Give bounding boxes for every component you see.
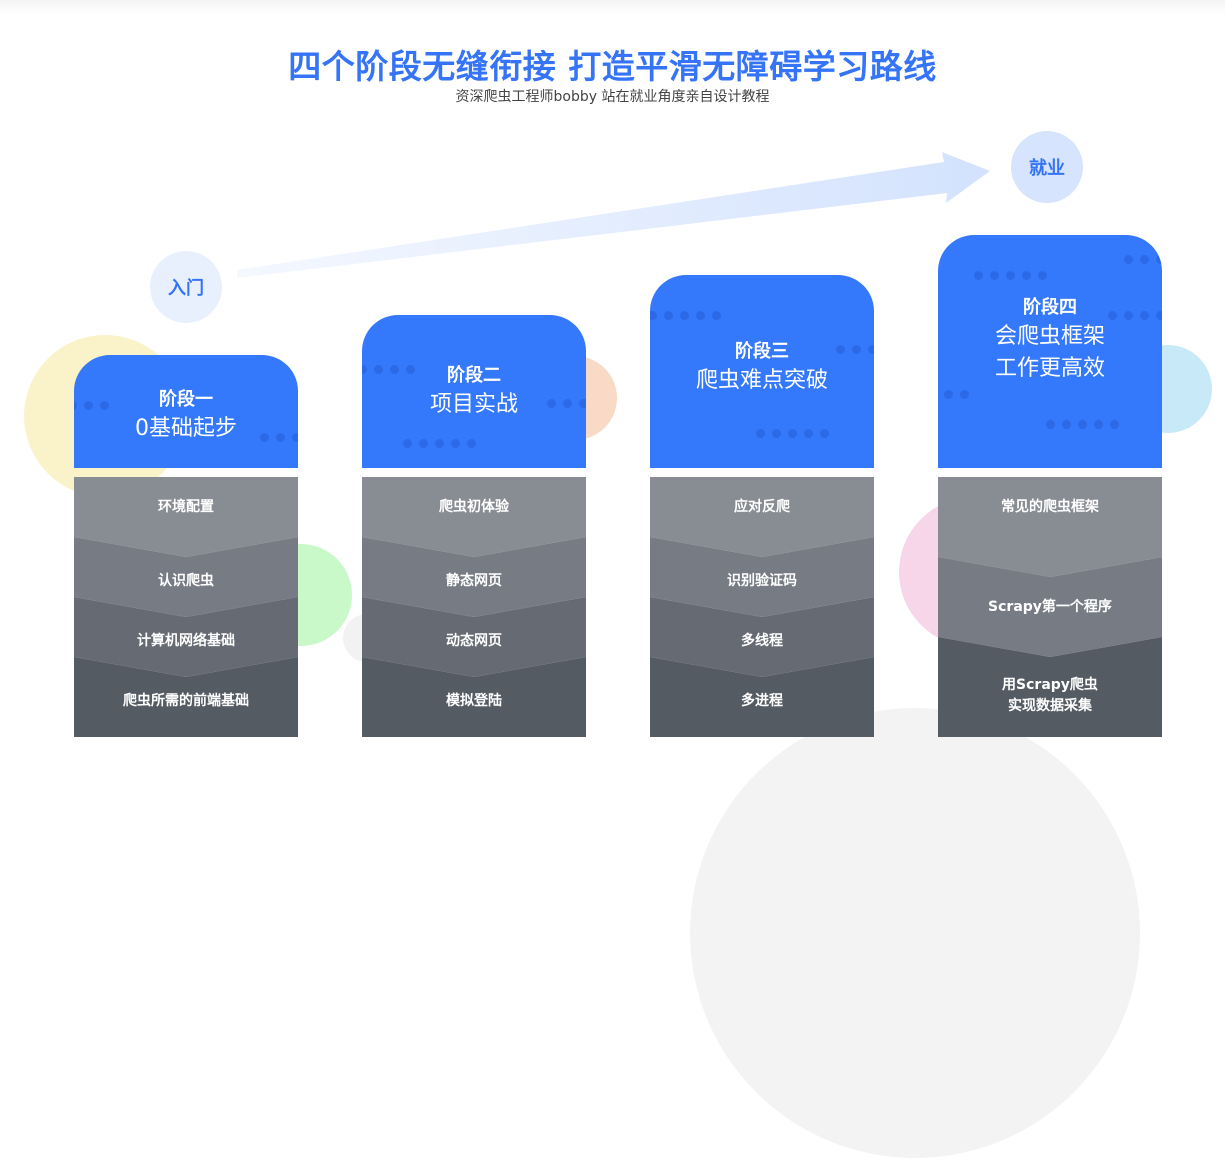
decor-dots xyxy=(403,439,476,448)
topic-label: 环境配置 xyxy=(158,498,214,515)
topic-label: 认识爬虫 xyxy=(158,572,214,589)
milestone-end-label: 就业 xyxy=(1029,158,1065,179)
topic-label: 动态网页 xyxy=(446,632,502,649)
topic-label: 多进程 xyxy=(741,692,783,709)
decor-dots xyxy=(1108,311,1162,320)
decor-dots xyxy=(974,271,1047,280)
stage-header: 阶段四 会爬虫框架 工作更高效 xyxy=(938,235,1162,468)
decor-dots xyxy=(650,311,721,320)
topic-list: 爬虫初体验 静态网页 动态网页 模拟登陆 xyxy=(362,477,586,737)
stage-name: 阶段四 xyxy=(1023,296,1077,318)
topic-label: 爬虫初体验 xyxy=(439,498,509,515)
milestone-start-label: 入门 xyxy=(168,278,204,299)
decor-dots xyxy=(1046,420,1119,429)
topic-list: 应对反爬 识别验证码 多线程 多进程 xyxy=(650,477,874,737)
topic-label: Scrapy第一个程序 xyxy=(988,598,1112,615)
arrow-shape xyxy=(237,152,990,278)
milestone-end: 就业 xyxy=(1011,131,1083,203)
topic-list: 常见的爬虫框架 Scrapy第一个程序 用Scrapy爬虫 实现数据采集 xyxy=(938,477,1162,737)
topic-item: 常见的爬虫框架 xyxy=(938,477,1162,577)
topic-label: 计算机网络基础 xyxy=(137,632,235,649)
topic-label: 爬虫所需的前端基础 xyxy=(123,692,249,709)
decor-dots xyxy=(362,365,415,374)
stage-goal: 项目实战 xyxy=(429,391,518,417)
decor-dots xyxy=(547,399,586,408)
decor-dots xyxy=(756,429,829,438)
stage-name: 阶段一 xyxy=(159,388,213,410)
stage-name: 阶段三 xyxy=(735,340,789,362)
decor-dots xyxy=(1124,255,1162,264)
decor-dots xyxy=(944,390,969,399)
stage-header: 阶段三 爬虫难点突破 xyxy=(650,275,874,468)
topic-list: 环境配置 认识爬虫 计算机网络基础 爬虫所需的前端基础 xyxy=(74,477,298,737)
topic-label: 常见的爬虫框架 xyxy=(1001,498,1099,515)
topic-label: 实现数据采集 xyxy=(1008,698,1092,714)
decor-dots xyxy=(74,401,109,410)
page-subtitle: 资深爬虫工程师bobby 站在就业角度亲自设计教程 xyxy=(455,89,770,105)
milestone-start: 入门 xyxy=(150,251,222,323)
stage-goal: 爬虫难点突破 xyxy=(695,367,828,393)
progress-arrow-icon xyxy=(237,152,990,278)
top-shadow xyxy=(0,0,1225,14)
topic-label: 模拟登陆 xyxy=(446,692,502,709)
topic-label: 用Scrapy爬虫 xyxy=(1002,677,1098,693)
topic-label: 识别验证码 xyxy=(727,572,797,589)
stage-goal: 工作更高效 xyxy=(994,355,1105,381)
decor-dots xyxy=(836,345,874,354)
decor-dots xyxy=(260,433,298,442)
topic-label: 应对反爬 xyxy=(734,498,790,515)
stage-header: 阶段二 项目实战 xyxy=(362,315,586,468)
stage-name: 阶段二 xyxy=(447,364,501,386)
topic-label: 多线程 xyxy=(741,632,783,649)
stage-goal: 0基础起步 xyxy=(135,415,237,441)
stage-header: 阶段一 0基础起步 xyxy=(74,355,298,468)
topic-label: 静态网页 xyxy=(446,572,502,589)
page-title: 四个阶段无缝衔接 打造平滑无障碍学习路线 xyxy=(288,47,937,86)
stage-goal: 会爬虫框架 xyxy=(994,323,1105,349)
